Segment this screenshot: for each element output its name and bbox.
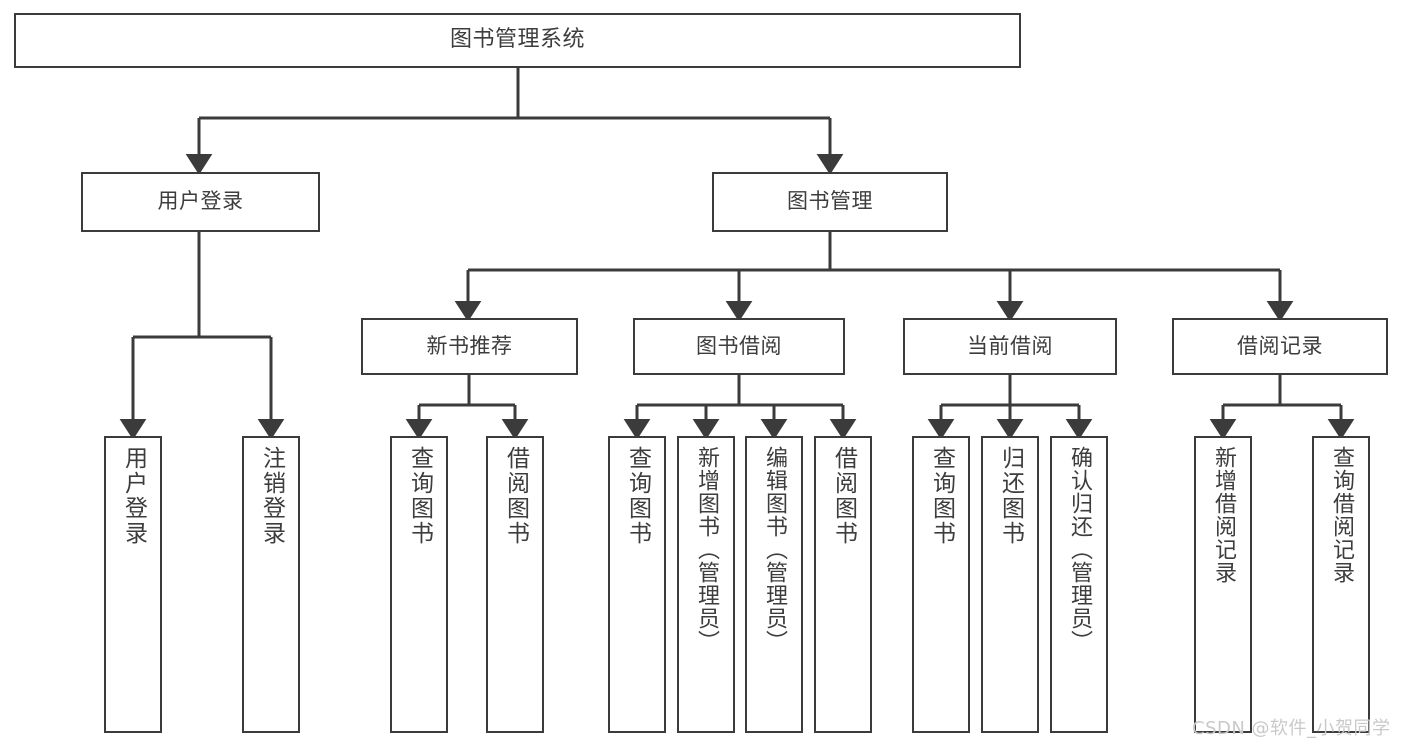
node-leaf-user-logout[interactable]: 注销登录 (242, 436, 300, 733)
node-book-borrow[interactable]: 图书借阅 (633, 318, 845, 375)
node-leaf-query-book-borrow[interactable]: 查询图书 (608, 436, 666, 733)
node-book-manage[interactable]: 图书管理 (712, 172, 948, 232)
node-root-system[interactable]: 图书管理系统 (14, 13, 1021, 68)
csdn-watermark: CSDN @软件_小贺同学 (1192, 718, 1391, 739)
node-label: 用户登录 (157, 189, 244, 214)
node-leaf-add-borrow-record[interactable]: 新增借阅记录 (1194, 436, 1252, 733)
node-leaf-query-book-current[interactable]: 查询图书 (912, 436, 970, 733)
node-leaf-borrow-book-recommend[interactable]: 借阅图书 (486, 436, 544, 733)
node-label: 查询图书 (624, 446, 651, 546)
node-leaf-query-book-recommend[interactable]: 查询图书 (390, 436, 448, 733)
node-leaf-query-borrow-record[interactable]: 查询借阅记录 (1312, 436, 1370, 733)
node-label: 查询借阅记录 (1329, 446, 1354, 584)
node-label: 借阅图书 (502, 446, 529, 546)
node-leaf-add-book[interactable]: 新增图书（管理员） (677, 436, 735, 733)
node-label: 借阅记录 (1237, 333, 1323, 358)
node-label: 新书推荐 (426, 333, 513, 358)
node-current-borrow[interactable]: 当前借阅 (903, 318, 1117, 375)
node-label: 图书管理系统 (449, 27, 585, 53)
node-label: 注销登录 (258, 446, 285, 546)
node-label: 查询图书 (928, 446, 955, 546)
node-label: 编辑图书（管理员） (762, 446, 787, 653)
node-label: 用户登录 (120, 446, 147, 546)
node-label: 图书借阅 (696, 333, 782, 358)
node-label: 当前借阅 (967, 333, 1053, 358)
node-label: 查询图书 (406, 446, 433, 546)
node-label: 新增借阅记录 (1211, 446, 1236, 584)
node-leaf-confirm-return[interactable]: 确认归还（管理员） (1050, 436, 1108, 733)
node-new-book-recommend[interactable]: 新书推荐 (361, 318, 578, 375)
node-label: 新增图书（管理员） (694, 446, 719, 653)
node-leaf-user-login[interactable]: 用户登录 (104, 436, 162, 733)
node-leaf-return-book[interactable]: 归还图书 (981, 436, 1039, 733)
node-label: 借阅图书 (830, 446, 857, 546)
node-leaf-borrow-book[interactable]: 借阅图书 (814, 436, 872, 733)
node-leaf-edit-book[interactable]: 编辑图书（管理员） (745, 436, 803, 733)
node-label: 图书管理 (787, 189, 873, 214)
node-user-login[interactable]: 用户登录 (81, 172, 320, 232)
node-label: 归还图书 (997, 446, 1024, 546)
node-borrow-record[interactable]: 借阅记录 (1172, 318, 1388, 375)
node-label: 确认归还（管理员） (1067, 446, 1092, 653)
